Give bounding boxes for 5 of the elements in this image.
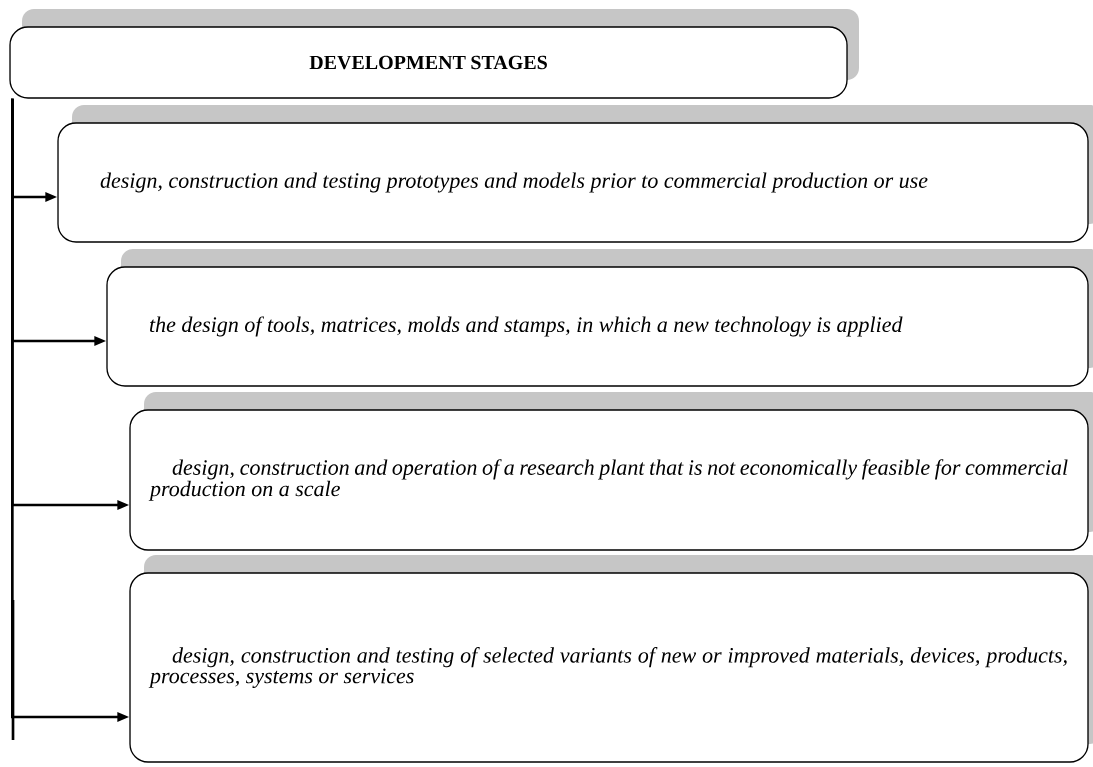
process-box: design, construction and testing prototypes and models prior to commercial production or use (57, 105, 1093, 243)
process-box: DEVELOPMENT STAGES (9, 9, 859, 99)
process-box: design, construction and operation of a research plant that is not economically feasible for commercial production on a scale (129, 392, 1093, 551)
process-box: the design of tools, matrices, molds and stamps, in which a new technology is applied (106, 249, 1093, 387)
process-box: design, construction and testing of selected variants of new or improved materials, devices, products, processes, systems or services (129, 555, 1093, 763)
